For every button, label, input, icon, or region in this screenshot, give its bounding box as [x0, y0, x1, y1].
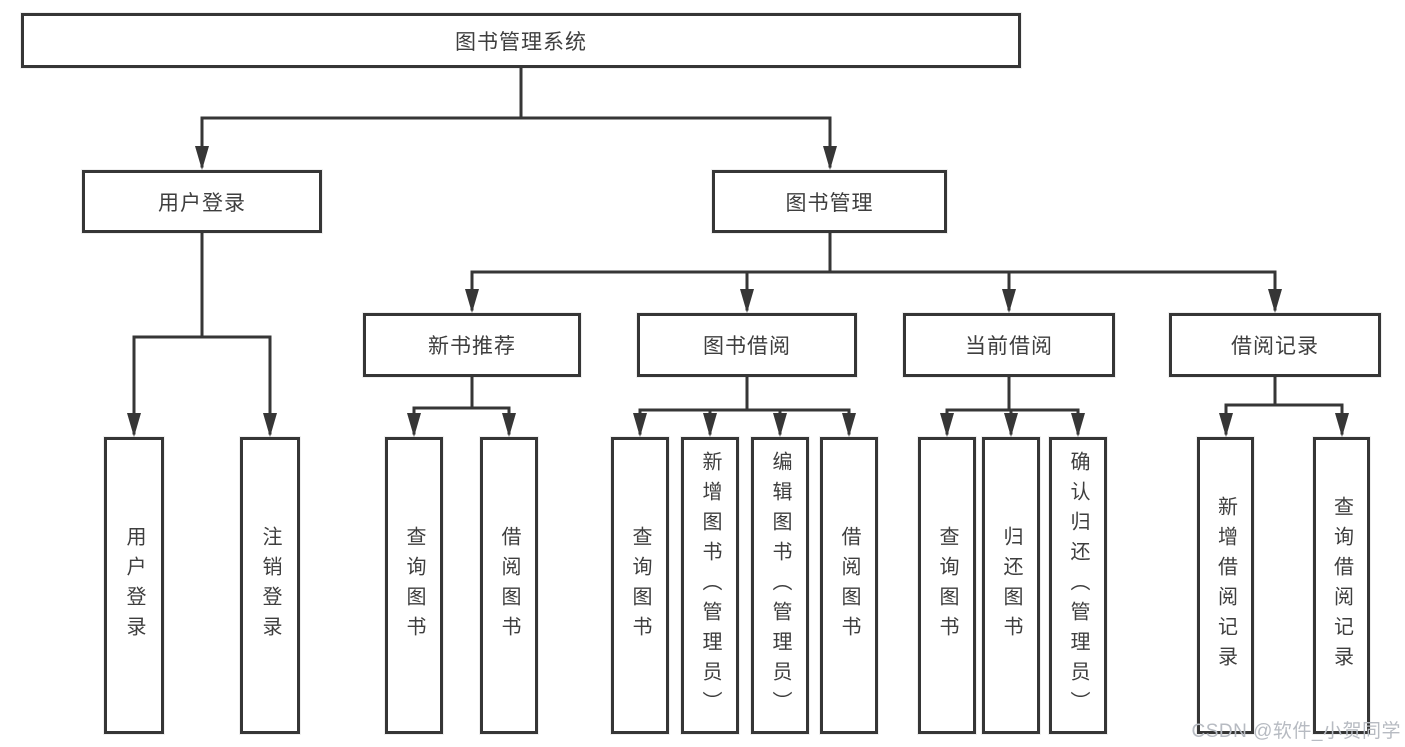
diagram-box-leaf-query-book-current: 查询图书	[918, 437, 976, 734]
diagram-box-label: 编辑图书（管理员）	[769, 450, 791, 721]
diagram-box-label: 借阅图书	[838, 525, 860, 646]
diagram-box-label: 图书管理系统	[455, 30, 587, 54]
diagram-box-label: 新书推荐	[428, 335, 516, 358]
diagram-box-leaf-borrow-book: 借阅图书	[820, 437, 878, 734]
diagram-box-leaf-query-book-borrow: 查询图书	[611, 437, 669, 734]
diagram-box-label: 当前借阅	[965, 335, 1053, 358]
diagram-box-leaf-add-borrow-record: 新增借阅记录	[1197, 437, 1254, 734]
diagram-box-leaf-add-book-admin: 新增图书（管理员）	[681, 437, 739, 734]
diagram-box-root: 图书管理系统	[21, 13, 1021, 68]
diagram-box-leaf-borrow-book-rec: 借阅图书	[480, 437, 538, 734]
diagram-box-label: 归还图书	[1000, 525, 1022, 646]
diagram-box-label: 注销登录	[259, 525, 281, 646]
diagram-box-new-book-rec: 新书推荐	[363, 313, 581, 377]
diagram-box-leaf-return-book: 归还图书	[982, 437, 1040, 734]
diagram-box-label: 借阅图书	[498, 525, 520, 646]
diagram-box-leaf-user-login: 用户登录	[104, 437, 164, 734]
diagram-box-label: 查询图书	[629, 525, 651, 646]
diagram-box-leaf-query-book-rec: 查询图书	[385, 437, 443, 734]
diagram-box-label: 新增图书（管理员）	[699, 450, 721, 721]
diagram-box-leaf-confirm-return-admin: 确认归还（管理员）	[1049, 437, 1107, 734]
diagram-box-current-borrow: 当前借阅	[903, 313, 1115, 377]
diagram-box-label: 查询借阅记录	[1330, 495, 1353, 676]
diagram-box-label: 用户登录	[123, 525, 145, 646]
diagram-box-leaf-edit-book-admin: 编辑图书（管理员）	[751, 437, 809, 734]
diagram-box-leaf-query-borrow-record: 查询借阅记录	[1313, 437, 1370, 734]
diagram-box-label: 查询图书	[936, 525, 958, 646]
csdn-watermark: CSDN @软件_小贺同学	[1191, 721, 1401, 742]
diagram-box-label: 查询图书	[403, 525, 425, 646]
diagram-box-label: 新增借阅记录	[1214, 495, 1237, 676]
diagram-box-book-borrow: 图书借阅	[637, 313, 857, 377]
diagram-box-label: 图书借阅	[703, 335, 791, 358]
diagram-box-borrow-records: 借阅记录	[1169, 313, 1381, 377]
diagram-box-book-mgmt: 图书管理	[712, 170, 947, 233]
diagram-box-label: 图书管理	[785, 191, 874, 215]
diagram-box-label: 借阅记录	[1231, 335, 1319, 358]
diagram-box-label: 用户登录	[158, 191, 246, 215]
diagram-box-leaf-logout: 注销登录	[240, 437, 300, 734]
diagram-box-label: 确认归还（管理员）	[1067, 450, 1089, 721]
diagram-box-user-login: 用户登录	[82, 170, 322, 233]
